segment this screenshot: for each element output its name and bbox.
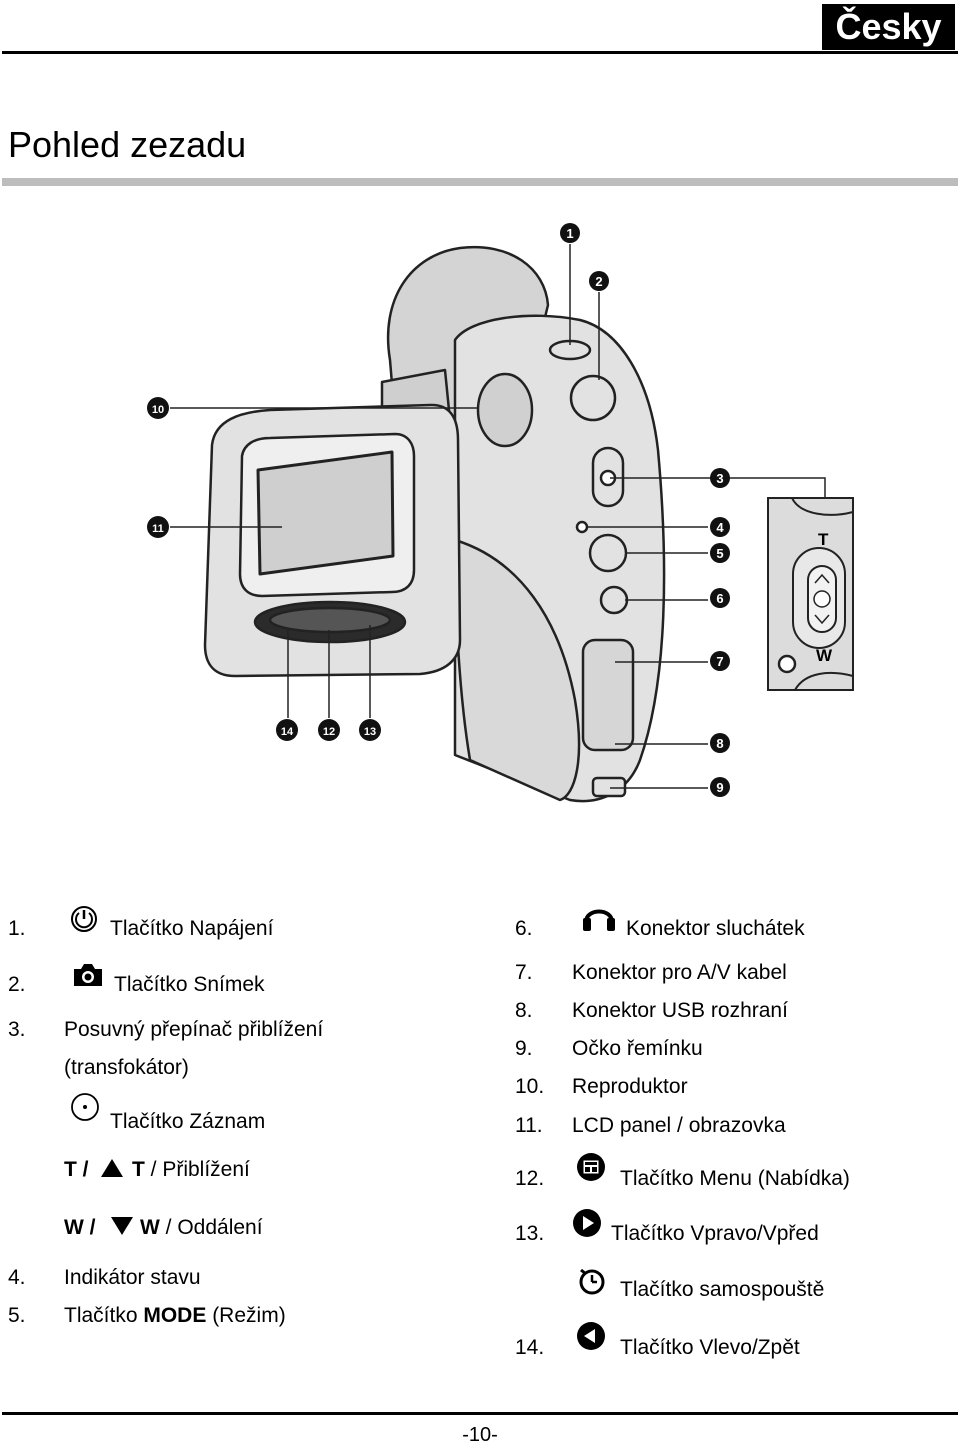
callout-13: 13 [359,719,381,741]
item-13-label: Tlačítko Vpravo/Vpřed [611,1222,819,1245]
page-title: Pohled zezadu [8,124,247,165]
item-7-label: Konektor pro A/V kabel [572,961,787,984]
item-2-label: Tlačítko Snímek [114,973,265,996]
item-4-number: 4. [8,1266,26,1289]
right-arrow-icon [573,1209,601,1237]
header-rule [2,51,958,54]
tele-key: T [132,1158,145,1181]
item-5-label-post: (Režim) [206,1304,286,1327]
callout-11: 11 [147,516,169,538]
callout-7: 7 [710,651,730,671]
inset-w-label: W [816,646,833,665]
camera-rear-view-illustration: T W 1 2 3 4 5 6 7 8 9 10 11 12 13 14 [147,223,854,803]
callout-1: 1 [560,223,580,243]
callout-12: 12 [318,719,340,741]
tele-label: / Přiblížení [144,1158,250,1181]
svg-text:3: 3 [716,471,723,486]
callout-8: 8 [710,733,730,753]
title-rule [2,178,958,186]
svg-text:5: 5 [716,546,723,561]
wide-prefix: W / [64,1216,96,1239]
callout-2: 2 [589,271,609,291]
self-timer-icon [579,1268,605,1295]
callout-9: 9 [710,777,730,797]
item-5-label-pre: Tlačítko [64,1304,144,1327]
item-5-label: Tlačítko MODE (Režim) [64,1304,286,1328]
item-7-number: 7. [515,961,533,984]
svg-text:2: 2 [595,274,602,289]
wide-label: / Oddálení [159,1216,263,1239]
callout-4: 4 [710,517,730,537]
svg-text:4: 4 [716,520,724,535]
item-14-number: 14. [515,1336,545,1359]
item-12-number: 12. [515,1167,545,1190]
headphones-icon [583,909,615,931]
menu-icon [577,1153,605,1181]
item-1-label: Tlačítko Napájení [110,917,274,940]
item-1-number: 1. [8,917,26,940]
item-11-label: LCD panel / obrazovka [572,1114,786,1137]
svg-text:1: 1 [566,226,573,241]
item-8-number: 8. [515,999,533,1022]
page-number: -10- [462,1424,498,1446]
callout-6: 6 [710,588,730,608]
record-button-label: Tlačítko Záznam [110,1110,266,1133]
item-2-number: 2. [8,973,26,996]
svg-text:14: 14 [281,726,294,738]
svg-text:7: 7 [716,654,723,669]
svg-text:13: 13 [364,726,376,738]
item-4-label: Indikátor stavu [64,1266,201,1289]
svg-text:10: 10 [152,404,164,416]
item-10-label: Reproduktor [572,1075,688,1098]
item-9-label: Očko řemínku [572,1037,703,1060]
camera-icon [74,964,102,986]
item-5-number: 5. [8,1304,26,1327]
triangle-down-icon [111,1217,133,1235]
wide-key: W [140,1216,160,1239]
item-3-label-line2: (transfokátor) [64,1056,189,1079]
callout-3: 3 [710,468,730,488]
power-icon [71,906,97,932]
svg-text:9: 9 [716,780,723,795]
svg-text:6: 6 [716,591,723,606]
callout-10: 10 [147,397,169,419]
record-icon [71,1093,99,1121]
svg-text:8: 8 [716,736,723,751]
svg-text:12: 12 [323,726,335,738]
item-8-label: Konektor USB rozhraní [572,999,788,1022]
item-3-label-line1: Posuvný přepínač přiblížení [64,1018,324,1041]
item-12-label: Tlačítko Menu (Nabídka) [620,1167,850,1190]
tele-prefix: T / [64,1158,89,1181]
item-10-number: 10. [515,1075,545,1098]
callout-14: 14 [276,719,298,741]
callout-5: 5 [710,543,730,563]
item-9-number: 9. [515,1037,533,1060]
triangle-up-icon [101,1159,123,1177]
item-6-number: 6. [515,917,533,940]
language-badge: Česky [822,4,955,50]
item-14-label: Tlačítko Vlevo/Zpět [620,1336,800,1359]
item-13-number: 13. [515,1222,545,1245]
svg-text:11: 11 [152,523,164,535]
self-timer-label: Tlačítko samospouště [620,1278,825,1301]
item-3-number: 3. [8,1018,26,1041]
item-5-label-bold: MODE [143,1304,207,1327]
inset-t-label: T [818,530,829,549]
left-arrow-icon [577,1322,605,1350]
footer-rule [2,1412,958,1415]
item-11-number: 11. [515,1114,543,1137]
item-6-label: Konektor sluchátek [626,917,805,940]
